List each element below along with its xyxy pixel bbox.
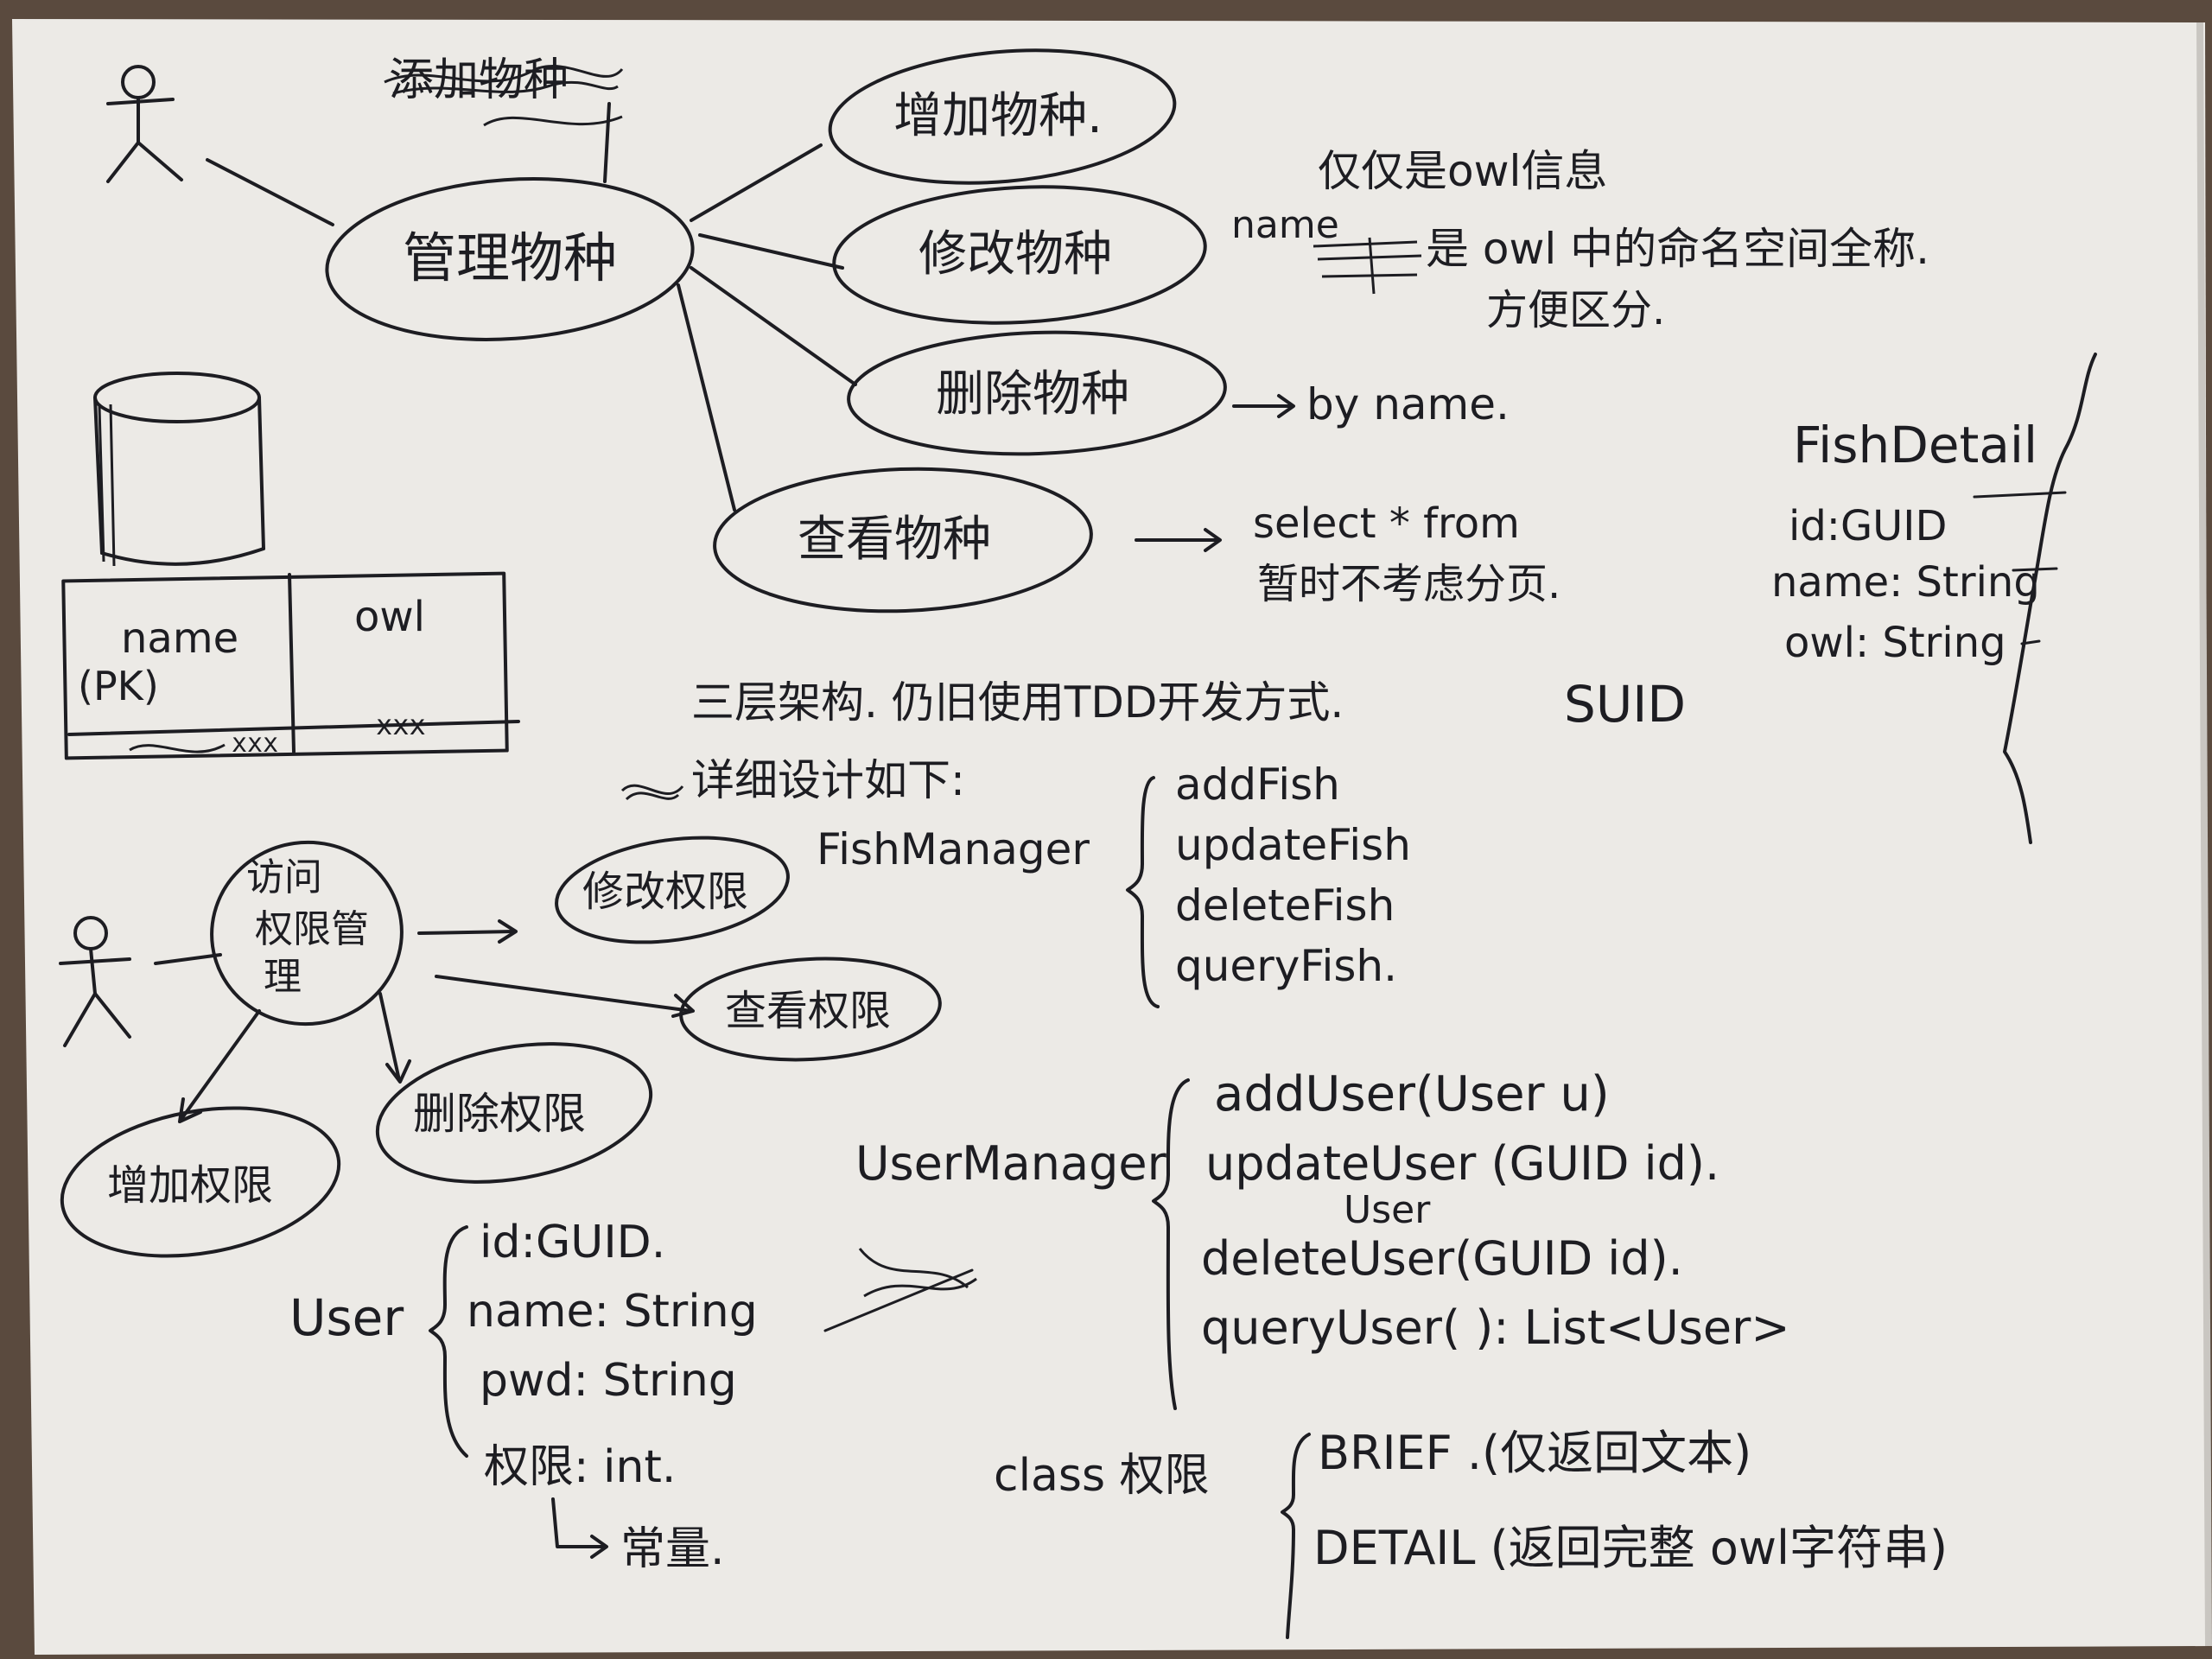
- fish-detail-field-3: owl: String: [1784, 619, 2006, 667]
- db-col-name-pk: (PK): [78, 663, 159, 709]
- use-case-manage-species: 管理物种: [325, 177, 695, 341]
- db-col-name: name: [121, 614, 238, 663]
- user-method-3: deleteUser(GUID id).: [1201, 1231, 1683, 1286]
- user-field-2: name: String: [467, 1286, 758, 1338]
- link-delete: [690, 266, 857, 386]
- fish-method-4: queryFish.: [1175, 941, 1397, 991]
- crossed-out-add-species: 添加物种: [384, 54, 624, 127]
- user-field-4: 权限: int.: [484, 1441, 676, 1493]
- link-view: [677, 283, 736, 512]
- detail-scribble: [620, 784, 684, 801]
- paging-note: 暂时不考虑分页.: [1257, 560, 1560, 608]
- fish-method-3: deleteFish: [1175, 880, 1395, 931]
- delete-permission-label: 删除权限: [413, 1089, 586, 1139]
- fish-manager-brace: [1126, 776, 1160, 1008]
- owl-only-note: 仅仅是owl信息: [1318, 146, 1607, 196]
- access-center-line2: 权限管: [255, 907, 369, 951]
- arrow-to-modify-permission: [417, 919, 518, 944]
- select-note: select * from: [1253, 499, 1520, 548]
- use-case-modify-species: 修改物种: [832, 185, 1207, 325]
- use-case-add-permission: 增加权限: [60, 1106, 341, 1258]
- user-method-1: addUser(User u): [1214, 1066, 1610, 1122]
- modify-species-label: 修改物种: [918, 226, 1112, 283]
- fish-detail-label: FishDetail: [1793, 416, 2037, 474]
- modify-permission-label: 修改权限: [582, 868, 748, 916]
- crossed-link: [603, 102, 611, 183]
- access-center-line3: 理: [264, 955, 302, 999]
- permission-value-1: BRIEF .(仅返回文本): [1318, 1426, 1751, 1480]
- use-case-add-species: 增加物种.: [828, 48, 1177, 185]
- use-case-delete-species: 删除物种: [847, 330, 1227, 456]
- paper-edge-shadow: [2196, 22, 2212, 1647]
- use-case-view-species: 查看物种: [713, 467, 1093, 613]
- user-method-2: updateUser (GUID id).: [1205, 1136, 1719, 1191]
- user-brace: [429, 1225, 468, 1458]
- user-class-label: User: [289, 1288, 404, 1347]
- user-method-4: queryUser( ): List<User>: [1201, 1300, 1790, 1355]
- fish-method-1: addFish: [1175, 760, 1340, 810]
- use-case-delete-permission: 删除权限: [375, 1042, 653, 1184]
- paper-sheet: [12, 19, 2209, 1655]
- db-table: name (PK) owl xxx xxx: [61, 571, 520, 760]
- fish-detail-brace: [1973, 353, 2097, 844]
- user-manager-brace: [1152, 1078, 1190, 1410]
- actor-link: [206, 158, 334, 226]
- detailed-design-note: 详细设计如下:: [691, 755, 965, 805]
- name-scribble: [1313, 237, 1422, 295]
- db-row-scribble: [129, 743, 226, 753]
- architecture-note: 三层架构. 仍旧使用TDD开发方式.: [691, 677, 1344, 728]
- db-row-owl: xxx: [376, 709, 426, 741]
- user-field-3: pwd: String: [480, 1355, 737, 1407]
- name-label: name: [1231, 203, 1339, 247]
- use-case-modify-permission: 修改权限: [555, 836, 790, 944]
- stray-scribble: [823, 1248, 977, 1332]
- db-col-owl: owl: [354, 593, 425, 641]
- add-permission-label: 增加权限: [107, 1161, 273, 1210]
- fish-method-2: updateFish: [1175, 820, 1411, 870]
- database-icon: [93, 372, 265, 567]
- db-row-name: xxx: [232, 728, 278, 759]
- permission-value-2: DETAIL (返回完整 owl字符串): [1313, 1521, 1948, 1575]
- fish-manager-label: FishManager: [817, 824, 1090, 874]
- permission-class-label: class 权限: [994, 1450, 1210, 1502]
- constant-note: 常量.: [620, 1523, 725, 1575]
- access-actor-link: [154, 953, 222, 965]
- user-manager-label: UserManager: [855, 1136, 1167, 1191]
- view-species-label: 查看物种: [798, 512, 991, 568]
- access-actor: [59, 916, 131, 1047]
- arrow-to-add-permission: [178, 1009, 261, 1123]
- name-note-line2: 方便区分.: [1486, 286, 1665, 334]
- link-add: [690, 143, 823, 222]
- arrow-select: [1135, 528, 1222, 552]
- name-note-line1: 是 owl 中的命名空间全称.: [1426, 224, 1929, 274]
- constant-arrow: [551, 1497, 608, 1559]
- fish-detail-field-2: name: String: [1771, 558, 2040, 607]
- delete-species-label: 删除物种: [936, 366, 1129, 423]
- manage-species-label: 管理物种: [403, 226, 617, 289]
- fish-detail-field-1: id:GUID: [1789, 502, 1947, 550]
- species-actor: [106, 65, 183, 183]
- access-center-line1: 访问: [246, 855, 322, 899]
- use-case-view-permission: 查看权限: [679, 957, 942, 1062]
- user-manager-user-above: User: [1344, 1188, 1431, 1232]
- suid-note: SUID: [1564, 675, 1686, 734]
- arrow-by-name: [1232, 394, 1295, 418]
- by-name-note: by name.: [1306, 379, 1510, 429]
- permission-brace: [1281, 1433, 1311, 1639]
- view-permission-label: 查看权限: [725, 987, 891, 1035]
- add-species-label: 增加物种.: [893, 88, 1103, 144]
- user-field-1: id:GUID.: [480, 1217, 665, 1268]
- use-case-access-management: 访问 权限管 理: [210, 840, 404, 1027]
- link-modify: [698, 233, 844, 270]
- arrow-to-delete-permission: [378, 992, 411, 1084]
